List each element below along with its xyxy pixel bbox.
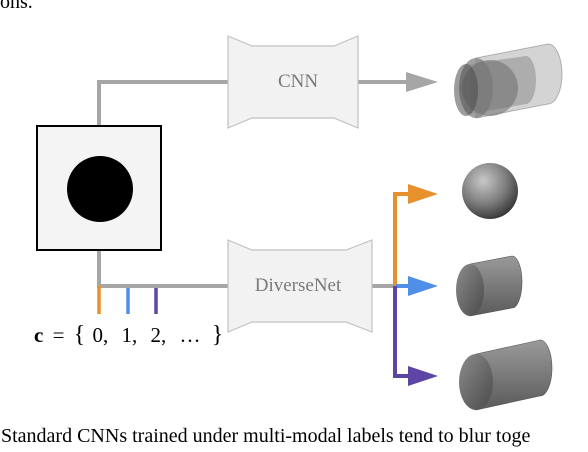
bottom-connector xyxy=(97,250,228,288)
cnn-label: CNN xyxy=(278,71,318,92)
short-cylinder-output xyxy=(456,255,523,317)
diversenet-label: DiverseNet xyxy=(255,275,342,296)
condition-value-2: 2, xyxy=(150,323,166,347)
branch-mode-2 xyxy=(393,286,410,378)
arrowhead-mode-2 xyxy=(408,366,438,386)
condition-value-0: 0, xyxy=(92,323,108,347)
cnn-block xyxy=(227,35,359,129)
branch-mode-0 xyxy=(393,192,410,286)
top-connector xyxy=(97,80,228,126)
condition-close-brace: } xyxy=(212,322,224,348)
header-text-fragment: ons. xyxy=(0,0,33,13)
arrowhead-mode-1 xyxy=(408,276,438,296)
condition-variable: c xyxy=(34,323,43,347)
blurred-output-shape xyxy=(454,43,563,119)
cnn-output-arrowhead xyxy=(406,72,438,92)
condition-value-ellipsis: … xyxy=(179,323,200,347)
condition-open-brace: { xyxy=(74,322,86,348)
diversenet-block xyxy=(227,239,373,333)
branch-arrows xyxy=(393,192,410,378)
condition-value-1: 1, xyxy=(121,323,137,347)
sphere-output xyxy=(462,163,518,219)
condition-ticks xyxy=(97,286,158,314)
long-cylinder-output xyxy=(459,339,553,411)
arrowhead-mode-0 xyxy=(408,184,438,204)
figure-caption-fragment: Standard CNNs trained under multi-modal … xyxy=(1,425,531,447)
condition-equals: = xyxy=(53,323,65,347)
condition-formula: c = { 0, 1, 2, … } xyxy=(34,322,223,348)
input-black-disc xyxy=(67,156,133,222)
